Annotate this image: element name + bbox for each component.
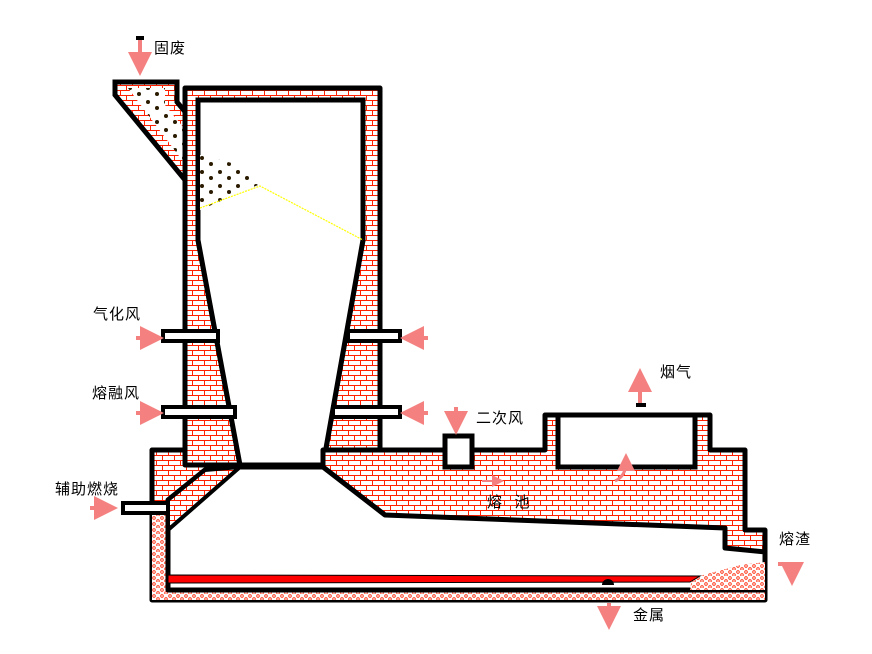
metal-label: 金属 <box>633 606 666 624</box>
lower-chamber <box>121 329 768 603</box>
solid-waste-label: 固废 <box>154 39 187 57</box>
melting-air-label: 熔融风 <box>92 384 141 402</box>
gasification-air-label: 气化风 <box>93 305 142 323</box>
gasification-air-tuyere-left <box>161 329 220 343</box>
auxiliary-burner-port <box>121 501 170 515</box>
auxiliary-combustion-label: 辅助燃烧 <box>55 480 120 498</box>
gasification-air-tuyere-right <box>346 329 402 343</box>
flue-gas-label: 烟气 <box>660 363 693 381</box>
melt-pool-label: 熔 池 <box>487 493 531 511</box>
melting-air-tuyere-right <box>331 405 402 419</box>
slag-arrow <box>778 562 804 586</box>
gas-rise-arrow <box>614 453 635 483</box>
flow-arrows <box>90 36 804 630</box>
slag-label: 熔渣 <box>779 530 812 548</box>
melting-air-tuyere-left <box>161 405 237 419</box>
secondary-air-label: 二次风 <box>476 409 525 427</box>
